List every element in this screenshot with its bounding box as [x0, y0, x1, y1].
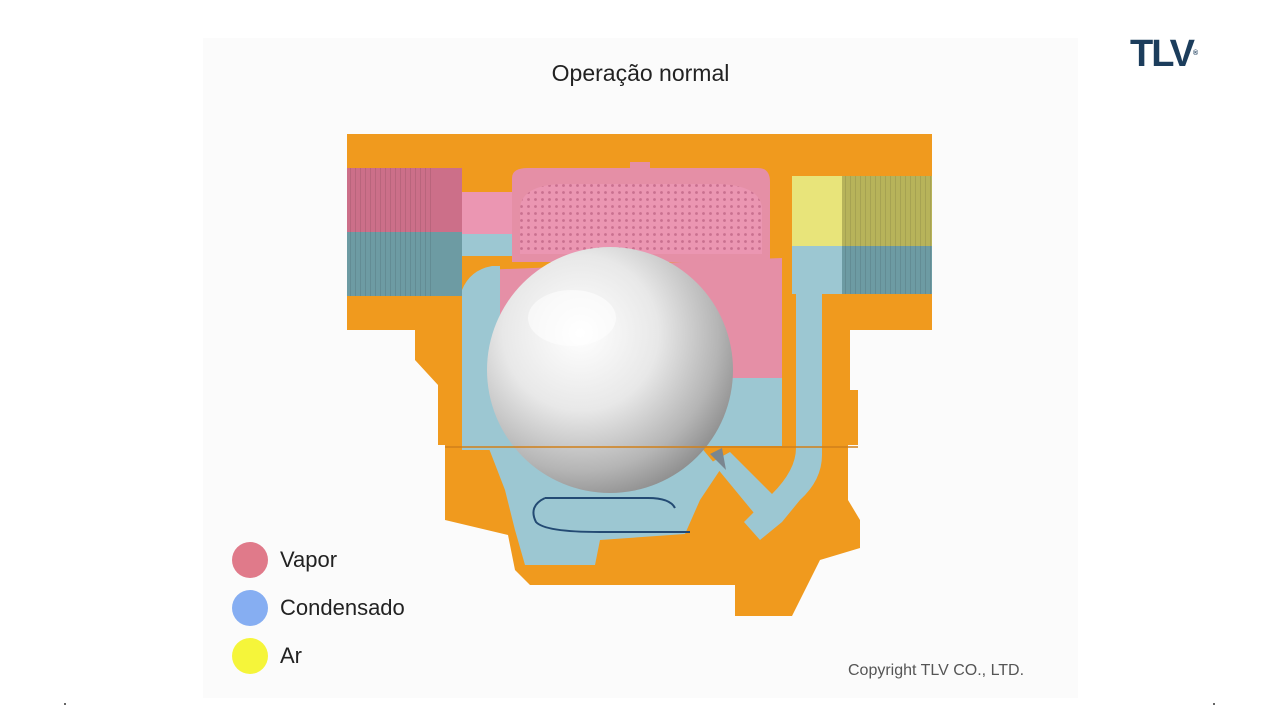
legend-label-vapor: Vapor — [280, 547, 338, 572]
legend-label-condensado: Condensado — [280, 595, 405, 620]
logo-text: TLV — [1130, 33, 1195, 75]
copyright-notice: Copyright TLV CO., LTD. — [848, 662, 1025, 679]
corner-mark-left — [64, 703, 66, 705]
strainer-screen — [520, 184, 762, 254]
inlet-passage-condensate — [462, 234, 518, 256]
outlet-orifice — [712, 452, 788, 530]
diagram-title: Operação normal — [551, 60, 730, 86]
float-ball — [487, 247, 733, 493]
bimetal-element — [532, 497, 690, 533]
legend-label-ar: Ar — [280, 643, 302, 668]
cover-stud — [630, 162, 650, 176]
legend-swatch-condensado — [232, 590, 268, 626]
chamber-left-wall — [462, 266, 500, 450]
corner-mark-right — [1213, 703, 1215, 705]
drain-pipe — [744, 262, 822, 540]
tlv-logo: TLV® — [1130, 33, 1199, 75]
legend-swatch-ar — [232, 638, 268, 674]
legend-swatch-vapor — [232, 542, 268, 578]
inlet-passage-steam — [462, 192, 518, 234]
